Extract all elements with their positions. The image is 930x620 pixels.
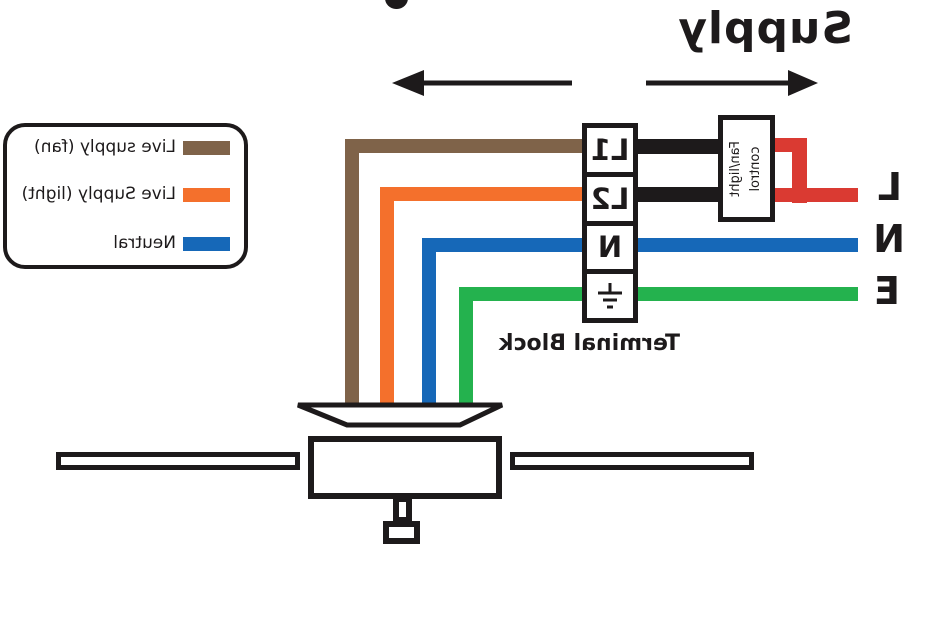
- supply-live-label: L: [877, 165, 902, 209]
- legend-box: Live supply (fan) Live Supply (light) Ne…: [3, 123, 248, 269]
- wire-supply-earth: [634, 287, 858, 301]
- wire-supply-live: [773, 188, 858, 202]
- fan-blade-right: [510, 452, 754, 470]
- fan-light-fitting: [383, 521, 420, 544]
- wire-switched-live-2: [634, 187, 718, 202]
- legend-swatch-live-fan: [183, 141, 230, 155]
- legend-label-neutral: Neutral: [113, 233, 176, 253]
- fan-light-control-box: Fan/light control: [718, 115, 775, 222]
- wire-supply-neutral: [634, 238, 858, 252]
- wire-live-light-vertical: [380, 187, 394, 403]
- supply-neutral-label: N: [873, 217, 905, 261]
- supply-direction-arrow-icon: [646, 70, 818, 96]
- wire-live-fan-horizontal: [345, 139, 586, 153]
- fan-canopy: [297, 402, 504, 428]
- fan-blade-left: [56, 452, 300, 470]
- wire-earth-vertical: [459, 287, 473, 403]
- wire-live-light-horizontal: [380, 187, 586, 201]
- earth-icon: [598, 283, 622, 309]
- legend-label-live-light: Live Supply (light): [21, 184, 176, 204]
- wire-live-fan-vertical: [345, 139, 359, 403]
- terminal-l1-label: L1: [590, 132, 630, 167]
- terminal-cell-l2: L2: [582, 171, 638, 226]
- cropped-title-glyph: [385, 0, 408, 9]
- wire-neutral-horizontal: [422, 238, 586, 252]
- terminal-cell-n: N: [582, 220, 638, 275]
- wire-earth-horizontal: [459, 287, 586, 301]
- wire-switched-live-1: [634, 139, 718, 154]
- fan-light-control-label: Fan/light control: [728, 140, 764, 197]
- fan-motor-body: [308, 436, 502, 499]
- legend-swatch-live-light: [183, 188, 230, 202]
- legend-swatch-neutral: [183, 237, 230, 251]
- terminal-cell-l1: L1: [582, 123, 638, 177]
- supply-earth-label: E: [874, 269, 900, 313]
- terminal-n-label: N: [597, 230, 623, 265]
- supply-label: Supply: [677, 3, 853, 54]
- terminal-l2-label: L2: [590, 181, 630, 216]
- terminal-block-caption: Terminal Block: [498, 331, 680, 356]
- legend-label-live-fan: Live supply (fan): [34, 137, 176, 157]
- load-direction-arrow-icon: [392, 70, 572, 96]
- terminal-cell-earth: [582, 269, 638, 323]
- terminal-block: L1 L2 N: [582, 123, 638, 323]
- wire-neutral-vertical: [422, 238, 436, 403]
- fan-stem: [393, 496, 412, 523]
